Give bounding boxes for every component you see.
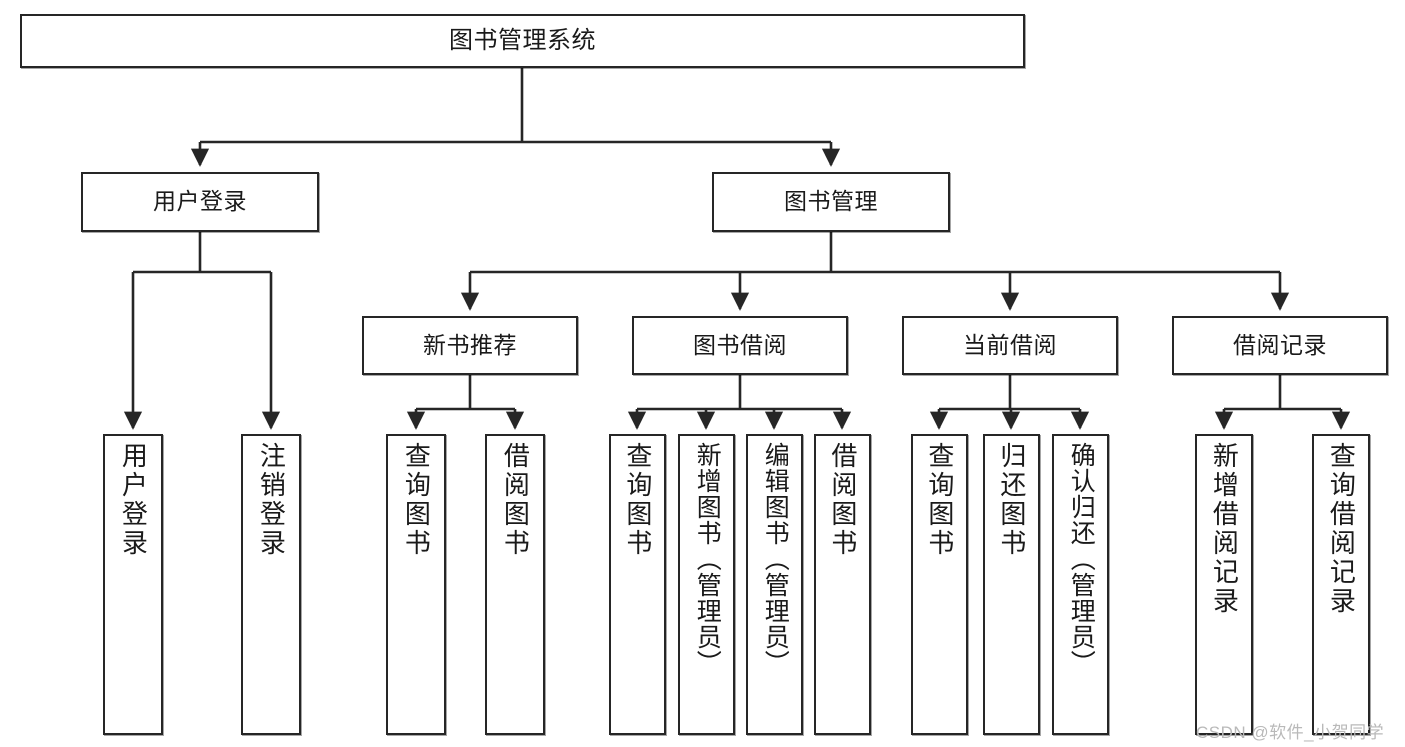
node-user-login-label: 用户登录	[153, 188, 247, 215]
node-leaf-logout-login-label: 注销登录	[256, 442, 287, 558]
node-book-borrow[interactable]: 图书借阅	[632, 316, 848, 375]
node-leaf-user-login[interactable]: 用户登录	[103, 434, 163, 735]
node-book-borrow-label: 图书借阅	[693, 331, 787, 358]
node-leaf-query-book-current-label: 查询图书	[924, 442, 955, 558]
node-leaf-query-book-borrow-label: 查询图书	[622, 442, 653, 558]
node-book-management[interactable]: 图书管理	[712, 172, 950, 232]
node-new-book-recommend[interactable]: 新书推荐	[362, 316, 578, 375]
node-leaf-confirm-return-admin[interactable]: 确认归还（管理员）	[1052, 434, 1109, 735]
node-book-management-label: 图书管理	[784, 188, 878, 215]
node-new-book-recommend-label: 新书推荐	[423, 331, 517, 358]
node-leaf-add-borrow-record-label: 新增借阅记录	[1209, 442, 1240, 616]
node-leaf-borrow-book-label: 借阅图书	[827, 442, 858, 558]
node-leaf-query-borrow-record-label: 查询借阅记录	[1326, 442, 1357, 616]
node-leaf-confirm-return-admin-label: 确认归还（管理员）	[1067, 442, 1096, 676]
node-leaf-query-book-current[interactable]: 查询图书	[911, 434, 968, 735]
node-leaf-user-login-label: 用户登录	[118, 442, 149, 558]
node-leaf-query-borrow-record[interactable]: 查询借阅记录	[1312, 434, 1370, 735]
node-leaf-query-book-borrow[interactable]: 查询图书	[609, 434, 666, 735]
node-root[interactable]: 图书管理系统	[20, 14, 1025, 68]
node-borrow-record[interactable]: 借阅记录	[1172, 316, 1388, 375]
node-leaf-query-book-rec[interactable]: 查询图书	[386, 434, 446, 735]
node-user-login[interactable]: 用户登录	[81, 172, 319, 232]
node-leaf-return-book[interactable]: 归还图书	[983, 434, 1040, 735]
node-leaf-borrow-book[interactable]: 借阅图书	[814, 434, 871, 735]
node-current-borrow[interactable]: 当前借阅	[902, 316, 1118, 375]
node-leaf-edit-book-admin[interactable]: 编辑图书（管理员）	[746, 434, 803, 735]
node-leaf-edit-book-admin-label: 编辑图书（管理员）	[761, 442, 790, 676]
node-leaf-borrow-book-rec[interactable]: 借阅图书	[485, 434, 545, 735]
node-current-borrow-label: 当前借阅	[963, 331, 1057, 358]
node-root-label: 图书管理系统	[449, 26, 596, 54]
node-leaf-borrow-book-rec-label: 借阅图书	[500, 442, 531, 558]
node-leaf-add-book-admin[interactable]: 新增图书（管理员）	[678, 434, 735, 735]
node-leaf-logout-login[interactable]: 注销登录	[241, 434, 301, 735]
node-borrow-record-label: 借阅记录	[1233, 331, 1327, 358]
node-leaf-return-book-label: 归还图书	[996, 442, 1027, 558]
node-leaf-add-borrow-record[interactable]: 新增借阅记录	[1195, 434, 1253, 735]
node-leaf-query-book-rec-label: 查询图书	[401, 442, 432, 558]
node-leaf-add-book-admin-label: 新增图书（管理员）	[693, 442, 722, 676]
watermark: CSDN @软件_小贺同学	[1196, 723, 1385, 742]
